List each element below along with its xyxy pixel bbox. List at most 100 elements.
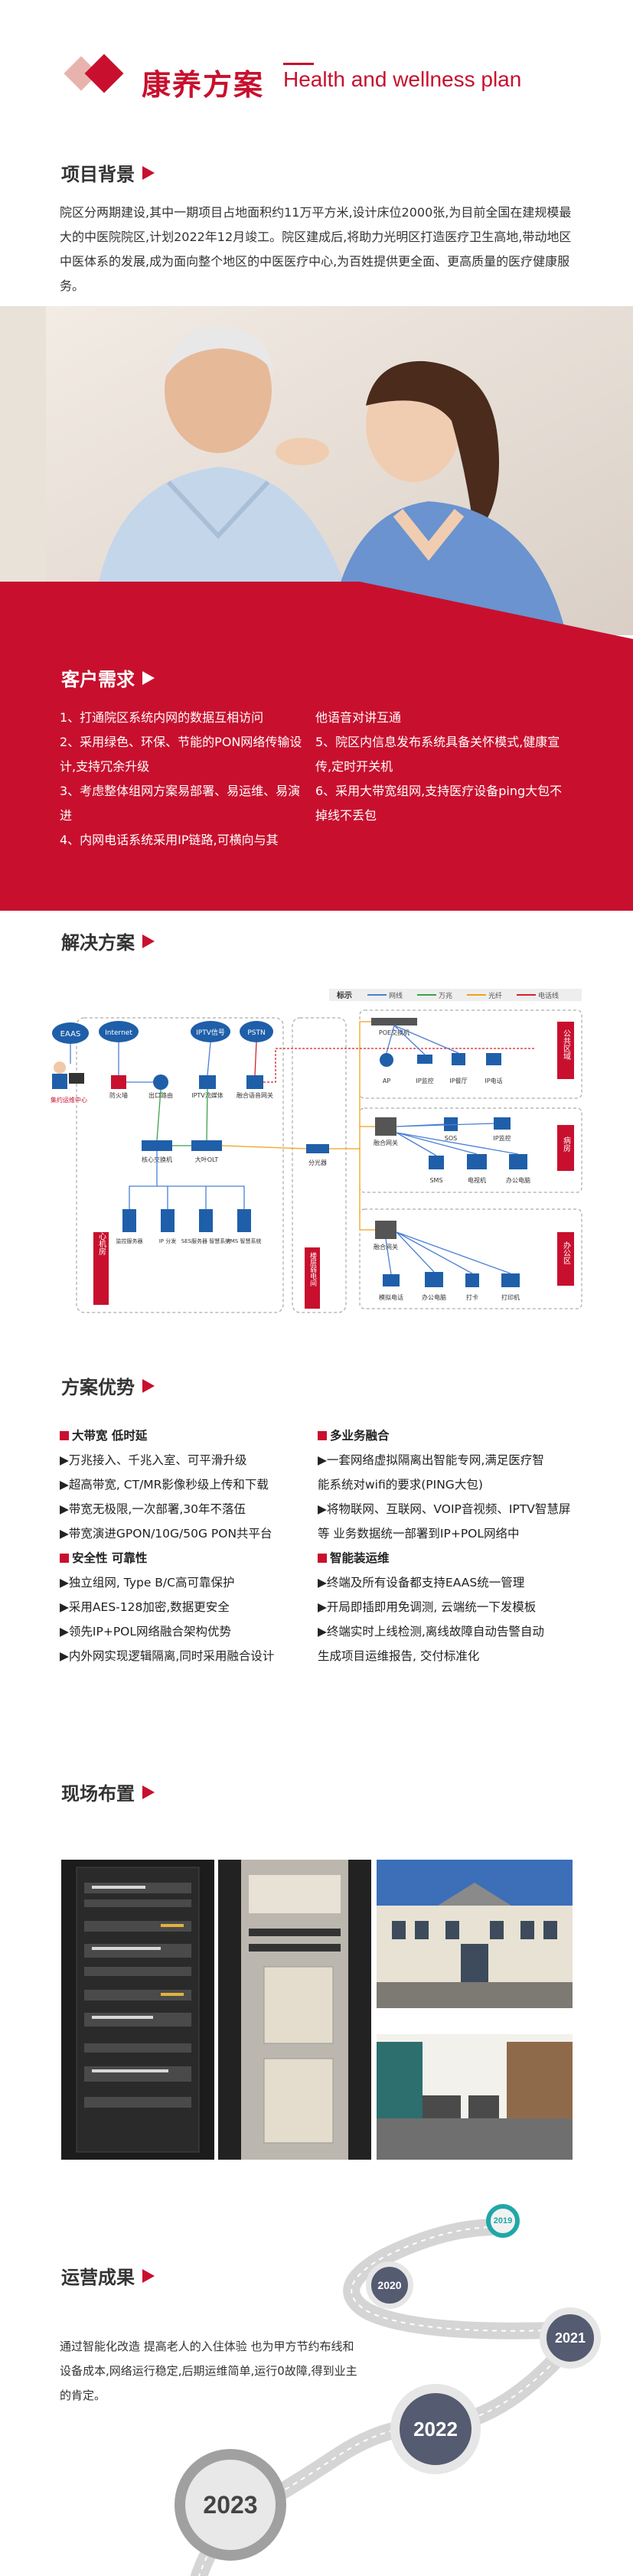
advantage-item: ▶超高带宽, CT/MR影像秒级上传和下载 [60,1478,269,1492]
section-title-text: 方案优势 [61,1377,135,1398]
advantage-heading: 大带宽 低时延 [60,1423,312,1448]
pc-icon [425,1272,443,1287]
dial-label: IP餐厅 [449,1078,467,1084]
advantage-item: 能系统对wifi的要求(PING大包) [318,1478,483,1492]
legend-label: 网线 [389,991,403,1000]
voice-gateway-icon [246,1075,263,1089]
arrow-right-icon [142,1785,155,1799]
section-title-text: 项目背景 [61,164,135,185]
core-room-box [76,1017,284,1313]
iptv-cloud-icon: IPTV信号 [191,1021,230,1042]
list-item: 他语音对讲互通 [315,710,402,725]
camera-icon [417,1055,432,1064]
tv-icon [467,1154,487,1169]
advantage-item: ▶带宽演进GPON/10G/50G PON共平台 [60,1527,272,1541]
zone-office-box [359,1208,582,1309]
year-badge-2020: 2020 [366,2261,413,2309]
camera-label: IP监控 [416,1077,433,1084]
ops-center-icon [52,1061,84,1089]
year-badge-2021: 2021 [540,2307,601,2369]
phone-label: IP电话 [485,1077,502,1084]
red-square-icon [60,1554,69,1563]
section-title-solution: 解决方案 [61,928,155,954]
zone-ward-label: 病房 [562,1136,571,1153]
internet-cloud-icon: Internet [99,1021,139,1042]
page-subtitle: Health and wellness plan [283,67,522,91]
hero-illustration [0,306,633,635]
camera-icon [494,1117,511,1130]
server-icon [237,1209,251,1232]
legend-label: 万兆 [439,992,452,1000]
hero-photo [0,306,633,635]
printer-icon [501,1273,520,1287]
results-paragraph: 通过智能化改造 提高老人的入住体验 也为甲方节约布线和设备成本,网络运行稳定,后… [60,2340,357,2402]
ap-icon [380,1053,393,1067]
advantage-item: ▶领先IP+POL网络融合架构优势 [60,1625,232,1639]
floor-room-label: 楼层弱电间 [308,1251,317,1287]
pc-label: 办公电脑 [422,1293,446,1301]
advantage-item: ▶一套网络虚拟隔离出智能专网,满足医疗智 [318,1453,544,1467]
gateway-label: 融合网关 [374,1243,398,1251]
advantage-item: 生成项目运维报告, 交付标准化 [318,1649,480,1663]
server-label: SES服务器 智慧系统 [181,1237,231,1244]
zone-tag [557,1232,574,1286]
year-badge-2022: 2022 [390,2384,481,2474]
legend-label: 电话线 [538,991,559,1000]
section-title-advantages: 方案优势 [61,1372,155,1399]
server-label: 监控服务器 [116,1237,143,1244]
gateway-icon [375,1117,396,1136]
ap-label: AP [383,1078,390,1084]
router-icon [153,1074,168,1090]
pc-label: 办公电脑 [506,1176,530,1184]
list-item: 4、内网电话系统采用IP链路,可横向与其 [60,833,279,847]
sms-icon [429,1156,444,1169]
section-title-background: 项目背景 [61,159,155,186]
legend-label: 光纤 [488,991,502,1000]
site-photo-rack-2 [218,1860,371,2160]
section-title-text: 解决方案 [61,932,135,954]
arrow-right-icon [142,934,155,948]
timeline-road [191,2219,575,2576]
site-photo-rack-1 [61,1860,214,2160]
advantage-item: ▶内外网实现逻辑隔离,同时采用融合设计 [60,1649,275,1663]
firewall-label: 防火墙 [109,1091,128,1099]
red-square-icon [318,1554,327,1563]
advantage-heading: 智能装运维 [318,1546,582,1570]
section-title-site: 现场布置 [61,1779,155,1805]
background-paragraph: 院区分两期建设,其中一期项目占地面积约11万平方米,设计床位2000张,为目前全… [60,205,572,293]
list-item: 2、采用绿色、环保、节能的PON网络传输设计,支持冗余升级 [60,735,302,774]
section-title-text: 运营成果 [61,2267,135,2288]
firewall-icon [111,1075,126,1089]
arrow-right-icon [142,2268,155,2283]
advantages-left-column: 大带宽 低时延 ▶万兆接入、千兆入室、可平滑升级 ▶超高带宽, CT/MR影像秒… [60,1423,312,1668]
iptv-server-icon [199,1075,216,1089]
gateway-icon [375,1221,396,1239]
phone-icon [383,1274,400,1286]
punch-label: 打卡 [466,1293,478,1301]
year-badge-2023: 2023 [175,2449,286,2561]
floor-room-box [292,1017,347,1313]
core-switch-icon [142,1140,172,1151]
arrow-right-icon [142,165,155,180]
olt-label: 大叶OLT [195,1156,219,1163]
olt-icon [191,1140,222,1151]
customer-needs-left: 1、打通院区系统内网的数据互相访问 2、采用绿色、环保、节能的PON网络传输设计… [60,706,305,853]
list-item: 3、考虑整体组网方案易部署、易运维、易演进 [60,784,301,823]
server-icon [122,1209,136,1232]
page-title: 康养方案 [142,68,265,102]
sms-label: SMS [429,1177,442,1184]
network-topology-diagram: 标示 网线 万兆 光纤 电话线 核心机房 楼层弱电间 公共区域 病房 办公区 E… [51,989,582,1313]
red-square-icon [318,1431,327,1440]
zone-public-label: 公共区域 [562,1029,571,1060]
voice-gateway-label: 融合语音网关 [237,1091,273,1099]
phone-label: 模拟电话 [379,1293,403,1301]
server-label: PMS 智慧系统 [227,1237,262,1244]
year-badge-2019: 2019 [486,2204,520,2238]
arrow-right-icon [142,670,155,685]
tv-label: 电视机 [468,1176,486,1184]
iptv-label: IPTV信号 [196,1028,225,1037]
list-item: 5、院区内信息发布系统具备关怀模式,健康宣传,定时开关机 [315,735,560,774]
ops-center-label: 集约运维中心 [51,1096,87,1104]
poe-switch-icon [371,1018,417,1026]
advantage-item: ▶开局即插即用免调测, 云端统一下发模板 [318,1600,537,1614]
